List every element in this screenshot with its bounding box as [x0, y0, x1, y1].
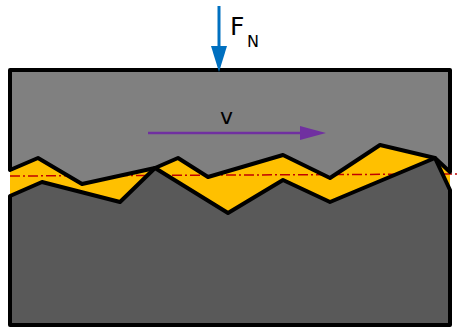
velocity-head [300, 126, 326, 140]
velocity-label: v [220, 106, 233, 128]
force-label: F [230, 14, 244, 39]
lower-body [10, 158, 450, 325]
velocity-arrow [148, 132, 302, 135]
upper-body [10, 70, 450, 184]
force-subscript: N [247, 34, 259, 50]
normal-force-head [211, 46, 227, 72]
